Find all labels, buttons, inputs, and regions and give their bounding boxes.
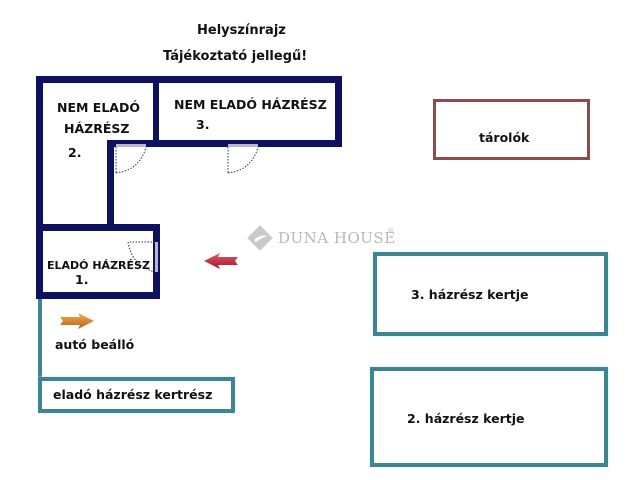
room3-label: NEM ELADÓ HÁZRÉSZ bbox=[174, 97, 327, 112]
plan-title: Helyszínrajz bbox=[197, 23, 286, 38]
room1-number: 1. bbox=[75, 272, 89, 287]
door-swing-room2-icon bbox=[115, 146, 147, 174]
room2-label-line2: HÁZRÉSZ bbox=[64, 121, 130, 136]
storage-label: tárolók bbox=[479, 130, 530, 145]
garden3-label: 3. házrész kertje bbox=[411, 287, 529, 302]
watermark-registered: ® bbox=[387, 227, 394, 235]
wall-right bbox=[335, 76, 342, 147]
sale-garden-label: eladó házrész kertrész bbox=[53, 387, 213, 402]
room1-label: ELADÓ HÁZRÉSZ bbox=[47, 259, 150, 272]
wall-left bbox=[36, 76, 43, 299]
watermark-brand: DUNA HOUSE bbox=[278, 229, 396, 247]
parking-boundary-line bbox=[38, 299, 42, 379]
room2-number: 2. bbox=[68, 145, 82, 160]
plan-subtitle: Tájékoztató jellegű! bbox=[163, 49, 308, 64]
wall-room2-right bbox=[107, 140, 114, 231]
door-jamb-room3 bbox=[228, 144, 258, 147]
wall-top bbox=[36, 76, 342, 83]
entry-arrow-icon bbox=[204, 253, 238, 269]
parking-label: autó beálló bbox=[55, 337, 135, 352]
wall-divider-2-3 bbox=[153, 76, 159, 147]
garden2-area bbox=[370, 367, 608, 467]
wall-room1-bottom bbox=[36, 292, 160, 299]
room3-number: 3. bbox=[196, 117, 210, 132]
sale-garden-area bbox=[38, 377, 235, 413]
garden2-label: 2. házrész kertje bbox=[407, 411, 525, 426]
room2-label-line1: NEM ELADÓ bbox=[57, 100, 140, 115]
door-jamb-room1 bbox=[155, 242, 158, 272]
storage-area bbox=[433, 99, 590, 160]
garden3-area bbox=[373, 252, 608, 336]
parking-arrow-icon bbox=[60, 313, 94, 329]
wall-room1-top bbox=[36, 224, 160, 231]
door-jamb-room2 bbox=[116, 144, 146, 147]
wall-room3-bottom bbox=[107, 140, 342, 147]
door-swing-room1-icon bbox=[127, 241, 156, 273]
door-swing-room3-icon bbox=[227, 146, 259, 174]
duna-house-logo-icon bbox=[247, 225, 273, 251]
